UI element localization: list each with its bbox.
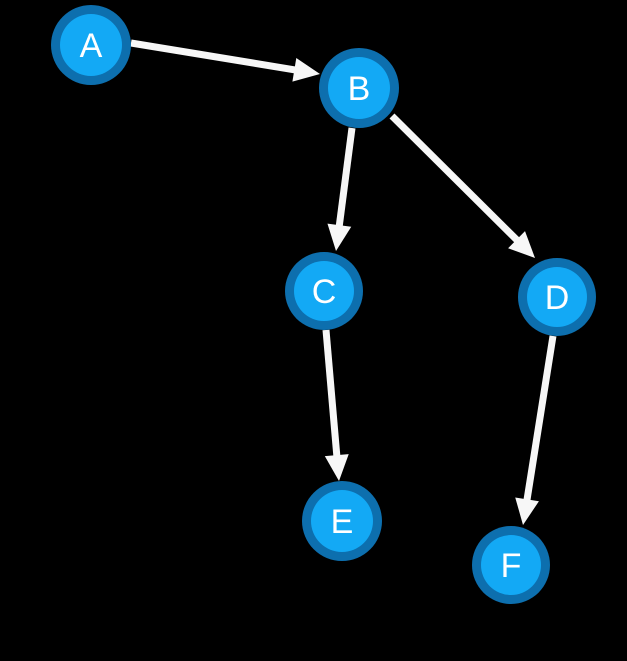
graph-node-e[interactable]: E <box>302 481 382 561</box>
graph-node-d[interactable]: D <box>518 258 596 336</box>
edge-b-to-c[interactable] <box>327 127 356 251</box>
edge-line <box>335 127 356 229</box>
edge-d-to-f[interactable] <box>515 335 557 525</box>
edge-layer <box>130 39 557 525</box>
arrowhead-icon <box>327 223 352 251</box>
edge-line <box>130 39 298 74</box>
graph-node-c[interactable]: C <box>285 252 363 330</box>
edge-a-to-b[interactable] <box>130 39 320 82</box>
node-core <box>294 261 354 321</box>
edge-b-to-d[interactable] <box>389 113 535 258</box>
edge-c-to-e[interactable] <box>322 329 349 481</box>
node-core <box>481 535 541 595</box>
edge-line <box>322 329 341 459</box>
arrowhead-icon <box>515 497 539 525</box>
arrowhead-icon <box>292 57 320 82</box>
edge-line <box>389 113 522 245</box>
arrowhead-icon <box>508 231 535 258</box>
node-core <box>311 490 373 552</box>
node-core <box>328 57 390 119</box>
graph-node-f[interactable]: F <box>472 526 550 604</box>
graph-node-b[interactable]: B <box>319 48 399 128</box>
edge-line <box>523 335 557 503</box>
arrowhead-icon <box>324 454 349 481</box>
node-core <box>527 267 587 327</box>
node-core <box>60 14 122 76</box>
graph-node-a[interactable]: A <box>51 5 131 85</box>
